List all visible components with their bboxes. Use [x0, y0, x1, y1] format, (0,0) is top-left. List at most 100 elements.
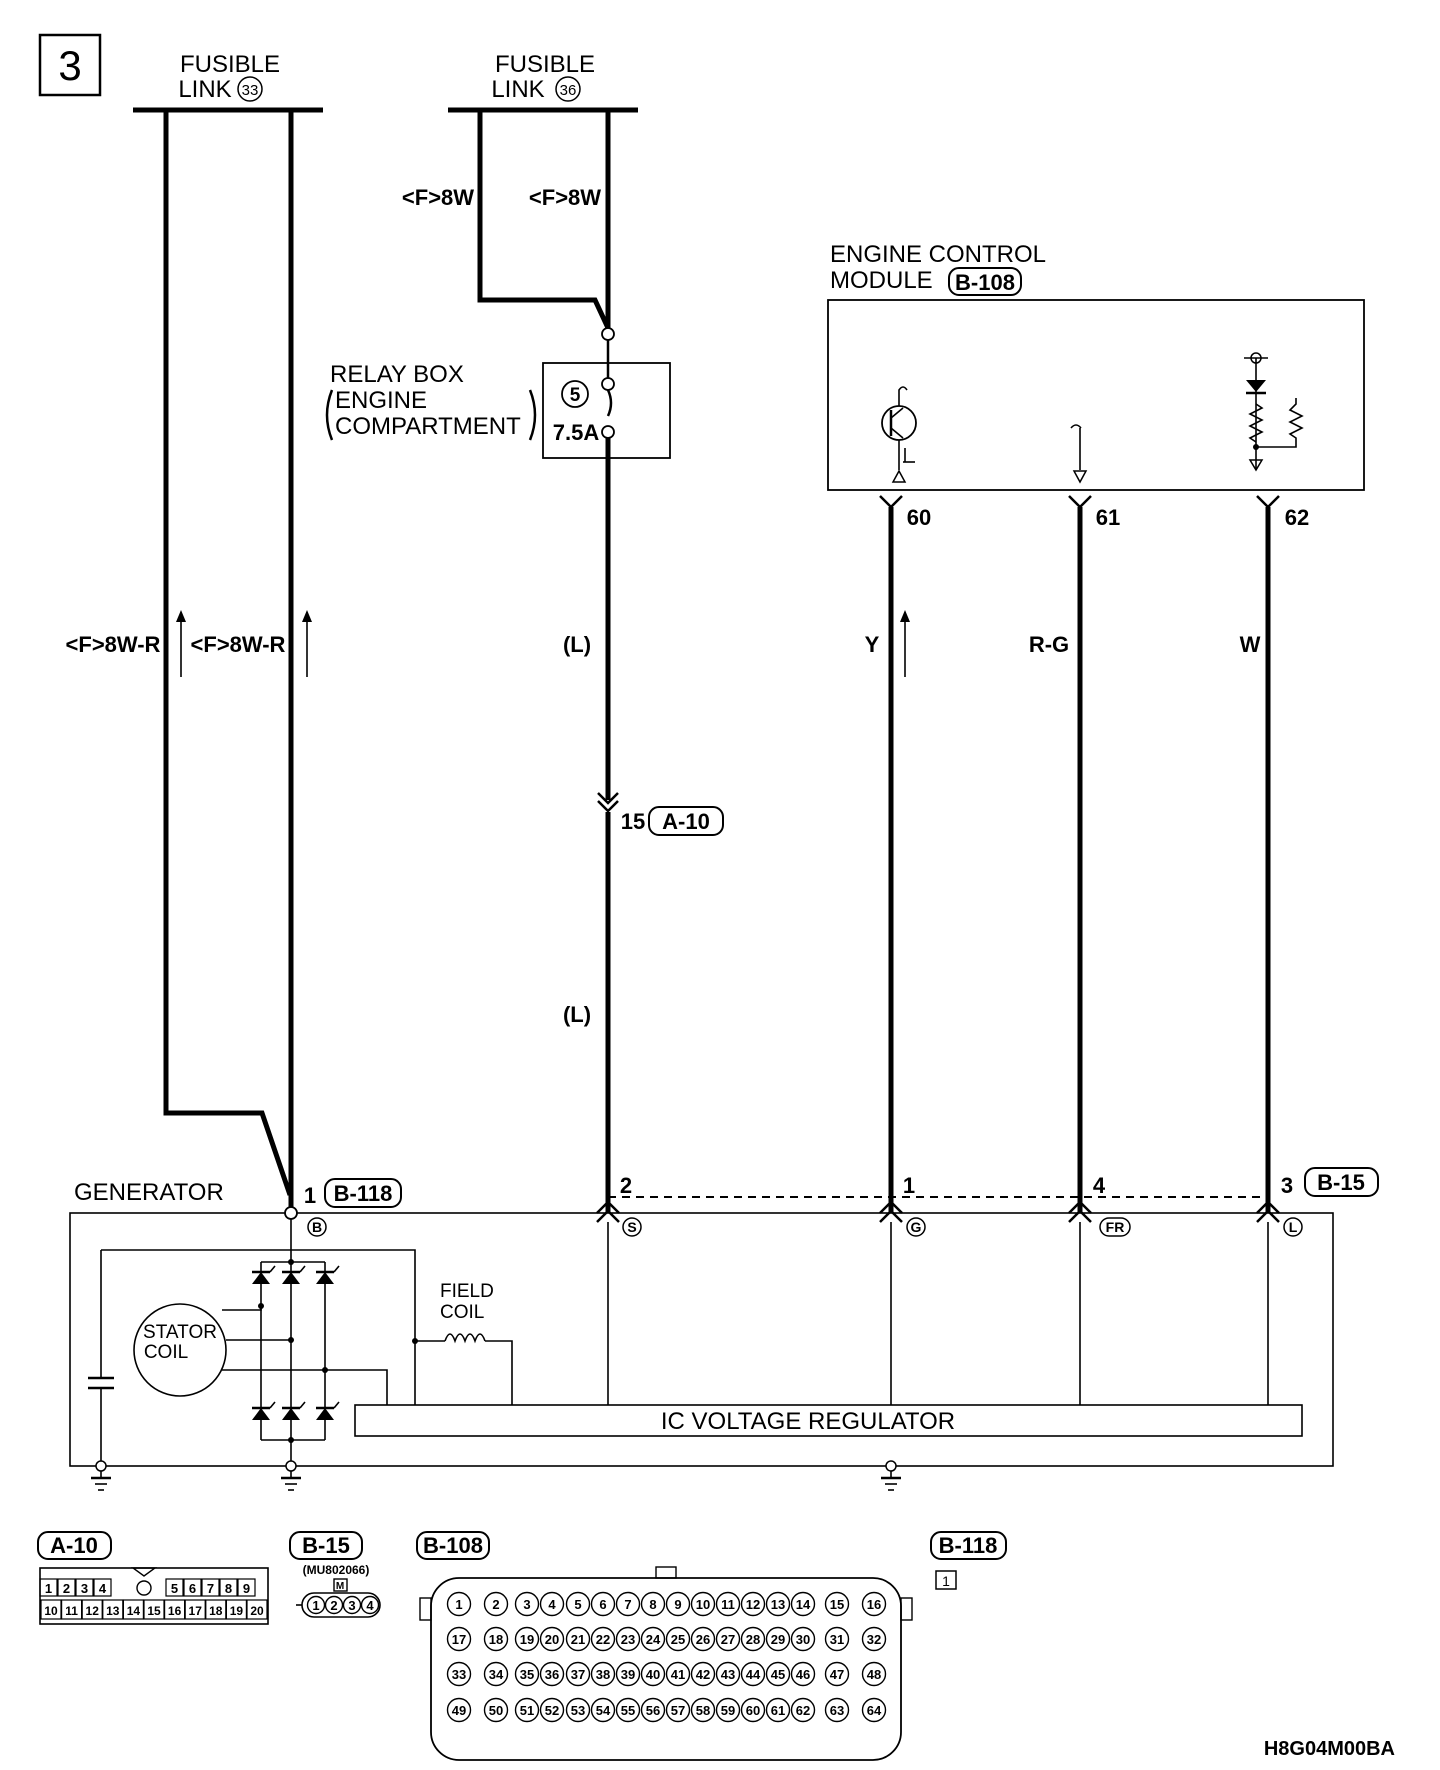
generator-internal-wiring [88, 1219, 1269, 1466]
connector-a10-pin-cell [57, 1578, 76, 1597]
fuse-element [606, 389, 613, 417]
connector-b108-pin-circle [615, 1697, 641, 1723]
connector-a10-pin: 15 [621, 809, 645, 834]
generator-pin-fr: 4 [1093, 1173, 1106, 1198]
generator-terminal-markers [596, 1200, 1280, 1223]
terminal-s: S [627, 1219, 636, 1235]
connector-b15-label: B-15 [1317, 1170, 1365, 1195]
wire-f8w-left [477, 110, 611, 330]
connector-b108-pin-circle [665, 1697, 691, 1723]
connector-b15-pin-circle [324, 1595, 344, 1615]
connector-view-b108-label: B-108 [423, 1533, 483, 1558]
connector-b108-pin: 1 [455, 1597, 462, 1612]
connector-a10-pin-cell [93, 1578, 112, 1597]
connector-b118-label: B-118 [334, 1181, 393, 1206]
connector-b108-pin: 49 [452, 1703, 466, 1718]
connector-b108-pin-circle [590, 1591, 616, 1617]
connector-a10-pin: 1 [45, 1581, 52, 1596]
connector-b108-pin: 29 [771, 1632, 785, 1647]
connector-a10-pin-cell [165, 1578, 184, 1597]
current-arrow-3 [900, 610, 910, 677]
connector-view-b118: B-118 1 [930, 1531, 1007, 1590]
connector-b108-pin: 8 [649, 1597, 656, 1612]
field-coil-line1: FIELD [440, 1281, 494, 1302]
figure-code: H8G04M00BA [1264, 1738, 1395, 1760]
connector-b108-pin-circle [765, 1661, 791, 1687]
connector-a10-pin-cell [81, 1599, 103, 1620]
terminal-fr: FR [1106, 1219, 1125, 1235]
ecm-line2: MODULE [830, 267, 933, 294]
connector-b108-pin-circle [861, 1697, 887, 1723]
connector-b108-pin: 12 [746, 1597, 760, 1612]
connector-a10-key [136, 1580, 152, 1596]
connector-b108-pin-circle [824, 1626, 850, 1652]
connector-b108-pin-circle [590, 1661, 616, 1687]
connector-b108-pin-circle [446, 1697, 472, 1723]
connector-b108-pin-circle [690, 1661, 716, 1687]
connector-b108-pin: 31 [830, 1632, 844, 1647]
fusible-link-33-number: 33 [242, 82, 259, 99]
connector-a10-pin-cell [201, 1578, 220, 1597]
connector-b108-pin-circle [565, 1697, 591, 1723]
fusible-link-33-line2: LINK [178, 76, 231, 103]
connector-b108-pin: 23 [621, 1632, 635, 1647]
connector-a10-pin-cell [183, 1578, 202, 1597]
fuse-terminal-mid [601, 377, 615, 391]
connector-b108-pin-circle [539, 1591, 565, 1617]
connector-b108-pin-circle [665, 1626, 691, 1652]
connector-b108-pin: 51 [520, 1703, 534, 1718]
connector-view-b15-part: (MU802066) [303, 1563, 370, 1577]
connector-b108-pin-circle [565, 1626, 591, 1652]
connector-b108-pin-circle [483, 1697, 509, 1723]
connector-b108-pin: 17 [452, 1632, 466, 1647]
connector-a10-pin-cell [246, 1599, 268, 1620]
label-f8wr-2: <F>8W-R [191, 632, 286, 657]
connector-b108-pin-circle [640, 1697, 666, 1723]
connector-b108-pin-circle [446, 1591, 472, 1617]
terminal-g: G [911, 1219, 922, 1235]
connector-b108-pin: 13 [771, 1597, 785, 1612]
fusible-link-33-line1: FUSIBLE [180, 51, 280, 78]
connector-b108-pin: 59 [721, 1703, 735, 1718]
connector-b108-pin: 52 [545, 1703, 559, 1718]
connector-b108-pin: 55 [621, 1703, 635, 1718]
generator-pin-s: 2 [620, 1173, 632, 1198]
fuse-number: 5 [570, 385, 581, 406]
connector-b108-pin: 47 [830, 1667, 844, 1682]
connector-a10-pin: 2 [63, 1581, 70, 1596]
connector-b108-pin: 18 [489, 1632, 503, 1647]
connector-b108-pin: 41 [671, 1667, 685, 1682]
connector-b108-pin-circle [565, 1591, 591, 1617]
ecm-pin-61: 61 [1096, 505, 1120, 530]
connector-a10-pin: 12 [86, 1604, 100, 1618]
ecm-line1: ENGINE CONTROL [830, 241, 1046, 268]
connector-a10-symbol [597, 792, 619, 813]
connector-a10-pin-cell [75, 1578, 94, 1597]
connector-a10-label: A-10 [662, 809, 710, 834]
connector-a10-pin: 7 [207, 1581, 214, 1596]
relay-box-paren-right [528, 389, 537, 441]
connector-b108-pin-circle [539, 1626, 565, 1652]
connector-b108-pin: 9 [674, 1597, 681, 1612]
connector-b108-pin-circle [765, 1591, 791, 1617]
connector-b108-pin-circle [615, 1661, 641, 1687]
connector-b108-pin: 11 [721, 1597, 735, 1612]
connector-b108-pin-circle [715, 1626, 741, 1652]
connector-b15-pin: 3 [348, 1598, 355, 1613]
connector-a10-pin-cell [39, 1578, 58, 1597]
label-y: Y [865, 632, 880, 657]
connector-b108-pin: 32 [867, 1632, 881, 1647]
connector-b108-pin: 27 [721, 1632, 735, 1647]
connector-b108-pin: 5 [574, 1597, 581, 1612]
label-rg: R-G [1029, 632, 1069, 657]
connector-b108-pin: 60 [746, 1703, 760, 1718]
connector-b108-pin-circle [690, 1697, 716, 1723]
stator-coil-line2: COIL [144, 1342, 188, 1363]
connector-b108-pin-circle [715, 1591, 741, 1617]
relay-box: RELAY BOX ENGINE COMPARTMENT 5 7.5A [325, 327, 671, 459]
connector-b108-pin: 2 [492, 1597, 499, 1612]
connector-view-b15-color: M [336, 1581, 344, 1592]
